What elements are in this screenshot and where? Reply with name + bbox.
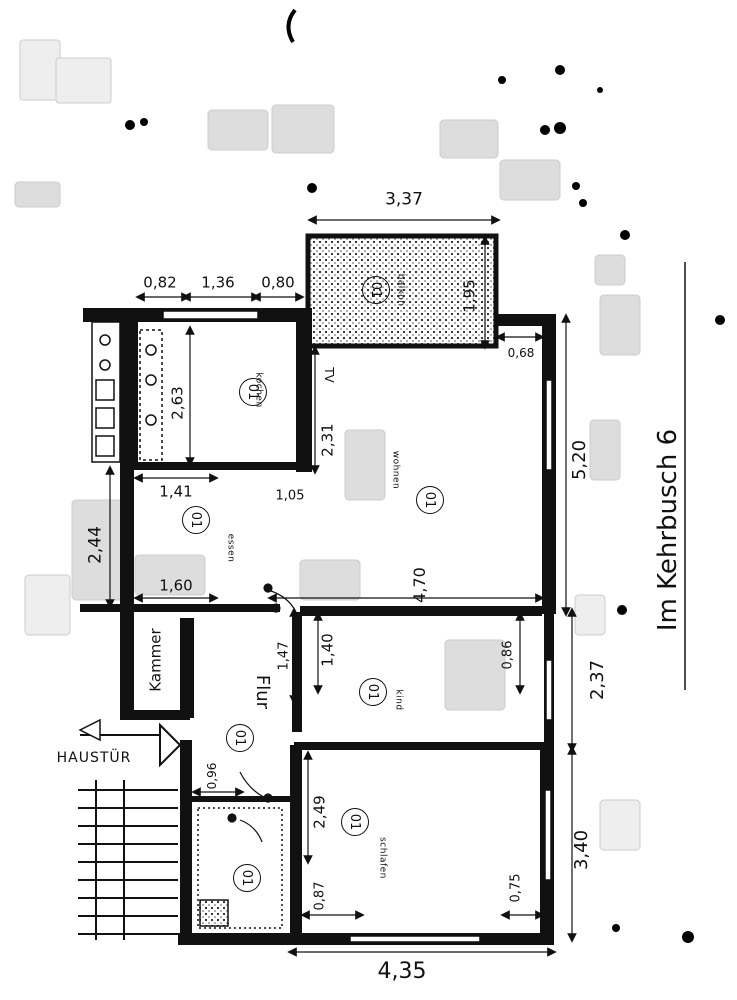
kitchen-fixtures [91, 321, 163, 463]
dim-0-68: 0,68 [507, 346, 535, 360]
balcony-floor [305, 233, 499, 349]
room-code-flur: 01 [226, 724, 254, 752]
room-code-wohnen: 01 [416, 486, 444, 514]
room-name-kind: kind [393, 689, 404, 711]
dim-0-96: 0,96 [205, 762, 219, 790]
dim-2-63: 2,63 [168, 386, 187, 420]
dimension-lines [105, 215, 577, 957]
tv-label: TV [322, 367, 336, 383]
room-name-balkon: balkon [395, 273, 406, 307]
entrance-arrow-head [159, 722, 182, 768]
dim-5-20: 5,20 [569, 439, 590, 481]
room-code-kind: 01 [359, 678, 387, 706]
room-code-kochen: 01 [239, 378, 267, 406]
room-code-schlafen: 01 [341, 808, 369, 836]
dim-0-82: 0,82 [143, 273, 177, 292]
entrance-label: HAUSTÜR [56, 750, 132, 766]
dim-3-37: 3,37 [385, 189, 423, 210]
scan-dots [125, 65, 725, 943]
room-name-essen: essen [225, 533, 236, 563]
dim-2-49: 2,49 [310, 795, 329, 829]
windows [162, 310, 553, 943]
room-name-wohnen: wohnen [390, 450, 401, 490]
dim-0-80: 0,80 [261, 273, 295, 292]
room-name-kammer: Kammer [146, 628, 165, 692]
dim-2-44: 2,44 [85, 526, 106, 564]
dim-0-87: 0,87 [312, 881, 328, 911]
address-label: Im Kehrbusch 6 [653, 428, 683, 632]
dim-2-37: 2,37 [587, 659, 608, 701]
dim-1-41: 1,41 [159, 482, 193, 501]
room-code-balkon: 01 [362, 276, 390, 304]
dim-4-35: 4,35 [377, 959, 427, 984]
dim-1-36: 1,36 [201, 273, 235, 292]
room-name-schlafen: schlafen [377, 837, 388, 879]
dim-3-40: 3,40 [571, 829, 592, 871]
room-code-essen: 01 [182, 506, 210, 534]
scan-artifacts [14, 39, 641, 851]
dim-0-75: 0,75 [508, 873, 524, 903]
room-name-flur: Flur [252, 674, 273, 710]
staircase [78, 780, 178, 940]
dim-2-31: 2,31 [318, 423, 337, 457]
dim-1-95: 1,95 [460, 279, 479, 313]
dim-1-40: 1,40 [318, 633, 337, 667]
room-code-bad: 01 [233, 864, 261, 892]
dim-0-86: 0,86 [500, 640, 516, 670]
door-arcs [227, 583, 297, 843]
dim-1-47: 1,47 [276, 641, 292, 671]
dim-4-70: 4,70 [410, 567, 429, 603]
dim-1-60: 1,60 [159, 576, 193, 595]
dim-1-05: 1,05 [275, 488, 305, 504]
bath-fixtures [197, 807, 283, 929]
